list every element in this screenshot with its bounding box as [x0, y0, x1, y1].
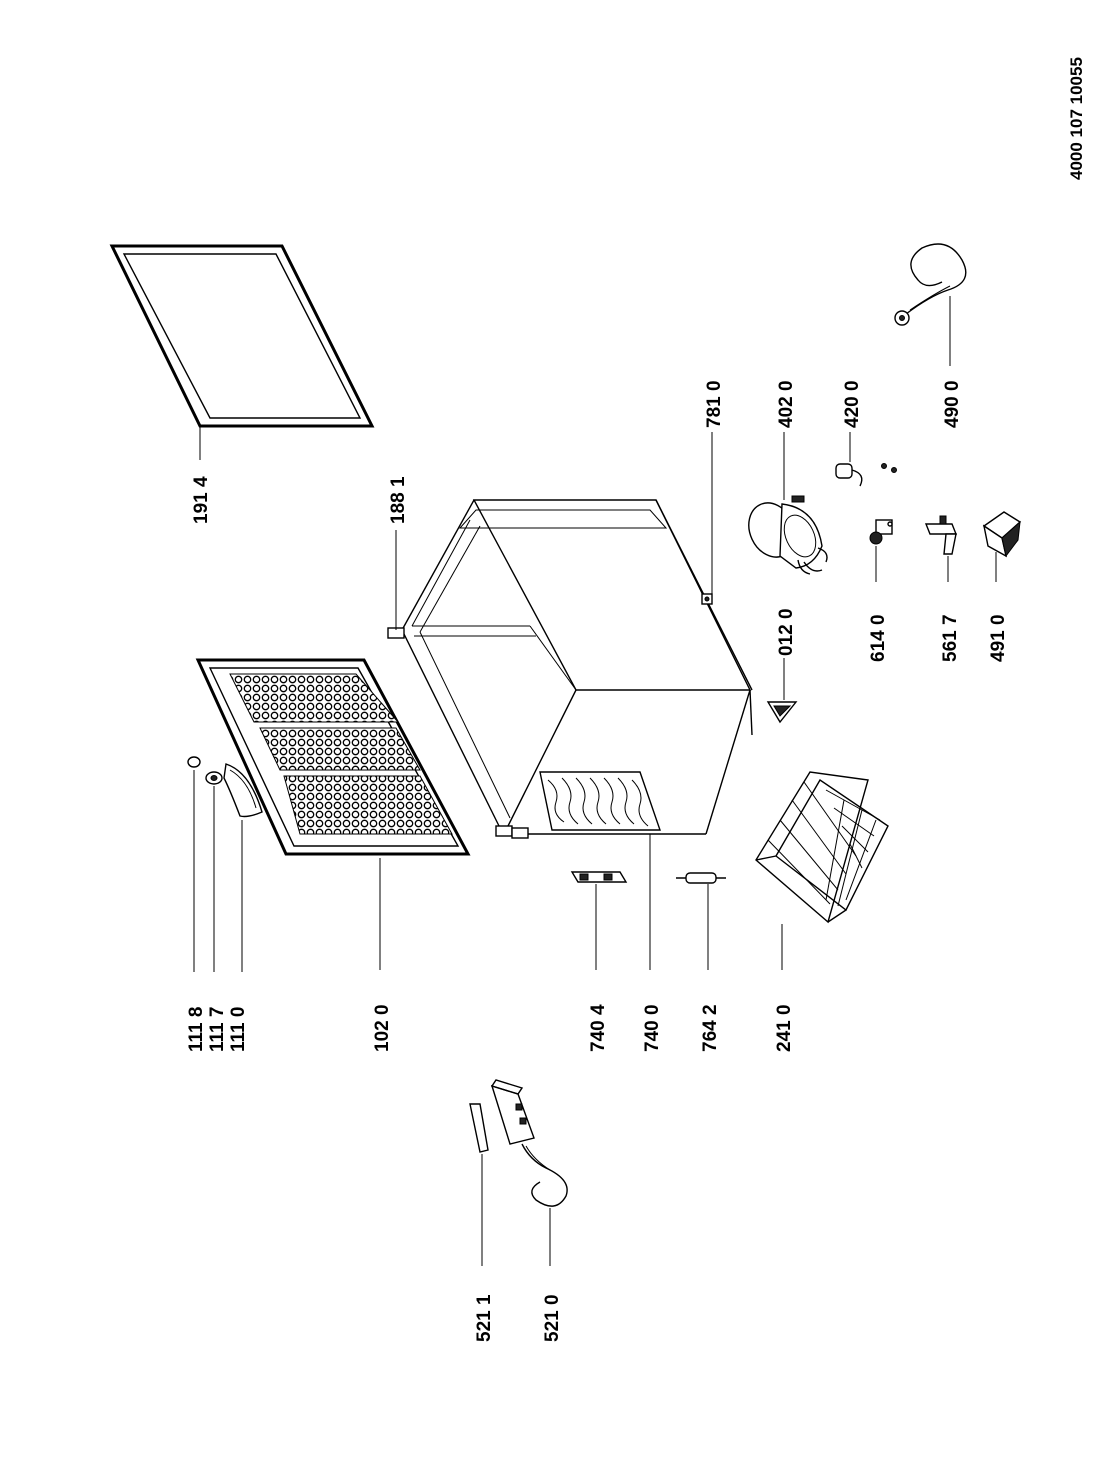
part-111-8-cap	[187, 756, 201, 768]
part-740-0-condenser	[539, 771, 661, 831]
label-420-0: 420 0	[842, 380, 863, 428]
label-012-0: 012 0	[776, 608, 797, 656]
part-521-0-thermostat	[490, 1079, 568, 1207]
part-420-0-capacitor	[835, 463, 897, 487]
label-740-4: 740 4	[588, 1004, 609, 1052]
label-111-0: 111 0	[228, 1007, 249, 1052]
part-521-1-cover	[469, 1103, 489, 1153]
part-111-0-handle	[223, 763, 263, 818]
label-561-7: 561 7	[940, 614, 961, 662]
part-561-7-sensor	[924, 515, 958, 555]
part-102-0-lid	[195, 658, 471, 856]
part-740-4-bracket	[570, 871, 628, 883]
part-402-0-compressor	[748, 495, 828, 575]
part-111-7-washer	[205, 771, 223, 785]
part-191-4-gasket	[109, 244, 375, 428]
part-490-0-power-cord	[894, 243, 967, 326]
part-764-2-filter	[676, 872, 726, 884]
label-740-0: 740 0	[642, 1004, 663, 1052]
label-111-7: 111 7	[207, 1007, 228, 1052]
label-102-0: 102 0	[372, 1004, 393, 1052]
part-781-0-screw	[701, 593, 713, 605]
part-241-0-basket	[755, 771, 889, 924]
label-781-0: 781 0	[704, 380, 725, 428]
label-191-4: 191 4	[191, 476, 212, 524]
part-491-0-clamp	[982, 511, 1022, 558]
label-521-1: 521 1	[474, 1294, 495, 1342]
document-number: 4000 107 10055	[1067, 57, 1086, 180]
label-402-0: 402 0	[776, 380, 797, 428]
part-614-0-relay	[869, 519, 893, 545]
label-764-2: 764 2	[700, 1004, 721, 1052]
label-241-0: 241 0	[774, 1004, 795, 1052]
label-491-0: 491 0	[988, 614, 1009, 662]
part-012-0-foot	[766, 701, 798, 724]
label-188-1: 188 1	[388, 476, 409, 524]
label-521-0: 521 0	[542, 1294, 563, 1342]
label-111-8: 111 8	[186, 1007, 207, 1052]
label-490-0: 490 0	[942, 380, 963, 428]
label-614-0: 614 0	[868, 614, 889, 662]
